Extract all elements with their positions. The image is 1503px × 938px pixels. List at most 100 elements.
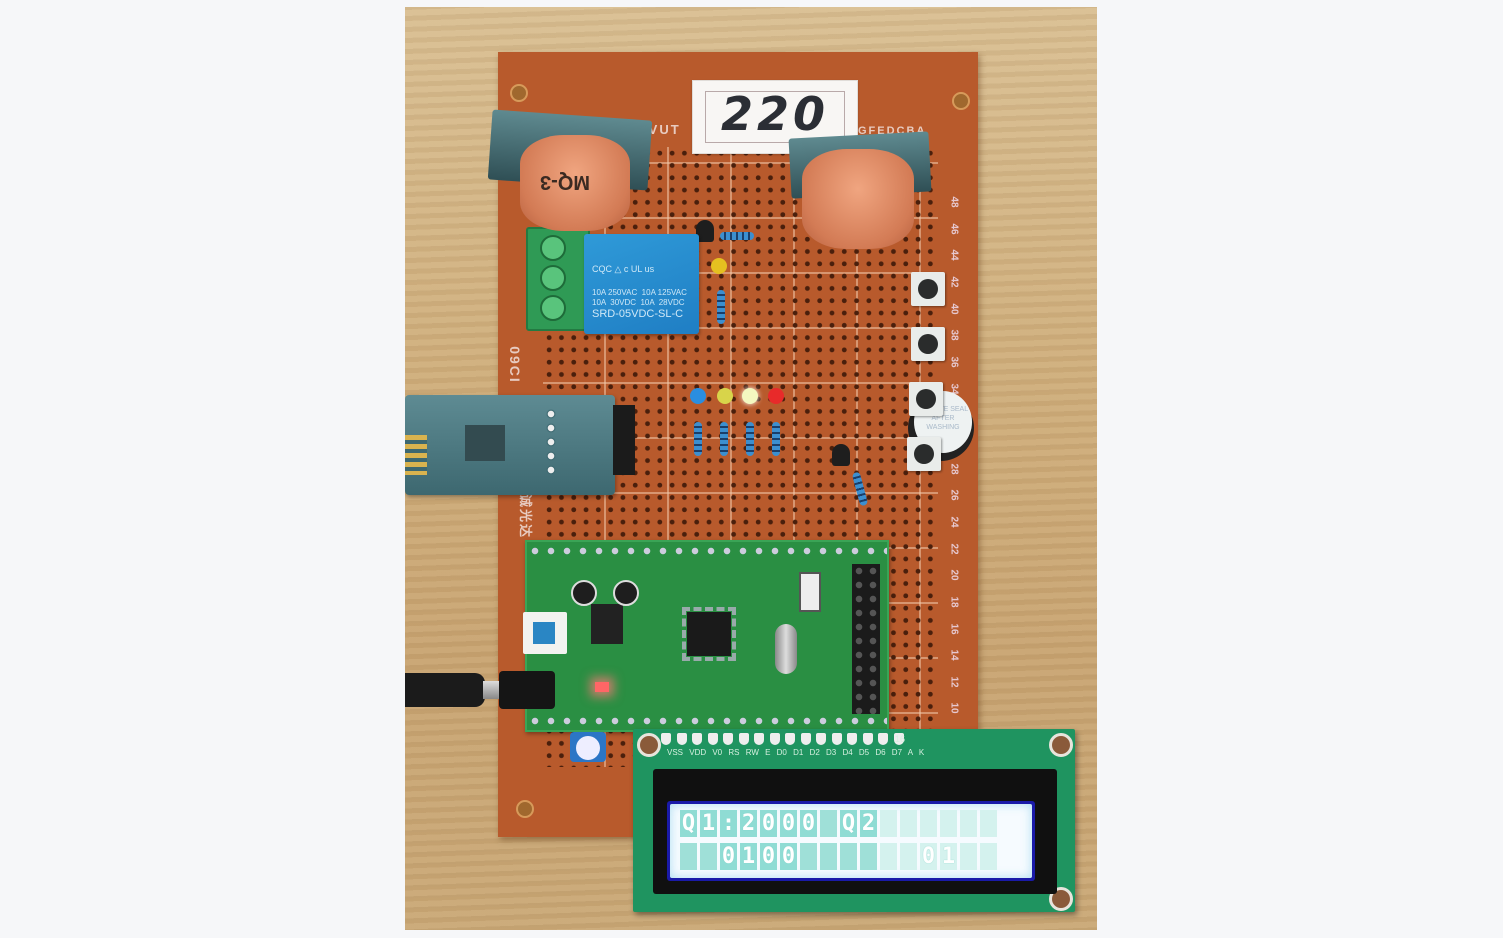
- led-blue: [690, 388, 706, 404]
- relay-logos: CQC △ c UL us: [592, 264, 655, 274]
- lcd-pin-labels: VSS VDD V0 RS RW E D0 D1 D2 D3 D4 D5 D6 …: [667, 748, 925, 757]
- lcd-char: [680, 843, 697, 870]
- lcd1602-module: 16 VSS VDD V0 RS RW E D0 D1 D2 D3 D4 D5 …: [633, 729, 1075, 912]
- pin-row-top: [527, 546, 887, 556]
- lcd-row-2: 0 1 0 0 0 1: [680, 843, 1022, 871]
- lcd-char: 0: [720, 843, 737, 870]
- resistor-icon: [720, 422, 728, 456]
- silk-brand: 诚光达: [517, 493, 533, 540]
- stm32-board: [523, 540, 889, 732]
- lcd-pin-header: [661, 733, 904, 745]
- transistor-icon: [832, 444, 850, 466]
- resistance-label-card: 220: [692, 80, 858, 154]
- lcd-char: [820, 843, 837, 870]
- row-number: 20: [949, 569, 960, 581]
- relay-rating-1: 10A 250VAC 10A 125VAC: [592, 288, 687, 297]
- mq3-label: MQ-3: [540, 171, 590, 193]
- row-number: 24: [949, 516, 960, 528]
- resistor-icon: [720, 232, 754, 240]
- relay-model: SRD-05VDC-SL-C: [592, 308, 684, 320]
- dc-power-plug: [405, 667, 555, 713]
- contrast-potentiometer[interactable]: [570, 732, 606, 762]
- row-number: 42: [949, 276, 960, 288]
- pin-count-label: 16: [895, 734, 906, 744]
- row-number: 40: [949, 303, 960, 315]
- lcd-char: 2: [740, 810, 757, 837]
- lcd-char: 0: [800, 810, 817, 837]
- transistor-icon: [696, 220, 714, 242]
- voltage-regulator: [591, 604, 623, 644]
- lcd-char: [700, 843, 717, 870]
- mq-sensor-right: [788, 131, 932, 255]
- push-button-2[interactable]: [911, 327, 945, 361]
- reset-button[interactable]: [799, 572, 821, 612]
- bt-chip: [465, 425, 505, 461]
- lcd-char: 0: [760, 810, 777, 837]
- row-number: 14: [949, 649, 960, 661]
- lcd-char: [960, 843, 977, 870]
- row-number: 46: [949, 223, 960, 235]
- lcd-char: 0: [780, 843, 797, 870]
- led-yellow-lit: [742, 388, 758, 404]
- mount-hole-icon: [510, 84, 528, 102]
- push-button-1[interactable]: [911, 272, 945, 306]
- lcd-char: 1: [940, 843, 957, 870]
- bt-pads: [545, 407, 557, 477]
- mount-hole-icon: [1049, 733, 1073, 757]
- lcd-char: :: [720, 810, 737, 837]
- lcd-char: [980, 810, 997, 837]
- row-number: 48: [949, 196, 960, 208]
- row-number-column: 48 46 44 42 40 38 36 34 32 30 28 26 24 2…: [944, 196, 964, 767]
- lcd-char: 2: [860, 810, 877, 837]
- row-number: 44: [949, 249, 960, 261]
- project-photo: VVUT GFEDCBA 09CI 诚光达 48 46 44 42 40 38 …: [405, 7, 1097, 930]
- lcd-char: [900, 843, 917, 870]
- lcd-char: 1: [700, 810, 717, 837]
- lcd-char: 0: [760, 843, 777, 870]
- capacitor-icon: [613, 580, 639, 606]
- lcd-char: [860, 843, 877, 870]
- lcd-char: [900, 810, 917, 837]
- bluetooth-module: [405, 395, 635, 495]
- led-yellow-top: [711, 258, 727, 274]
- resistor-icon: [694, 422, 702, 456]
- row-number: 16: [949, 622, 960, 635]
- lcd-char: [820, 810, 837, 837]
- lcd-char: [960, 810, 977, 837]
- label-card-text: 220: [720, 87, 830, 141]
- power-switch[interactable]: [523, 612, 567, 654]
- push-button-3[interactable]: [909, 382, 943, 416]
- row-number: 38: [949, 329, 960, 341]
- resistor-icon: [746, 422, 754, 456]
- lcd-char: [980, 843, 997, 870]
- resistor-icon: [717, 290, 725, 324]
- lcd-screen: Q 1 : 2 0 0 0 Q 2: [667, 801, 1035, 881]
- mount-hole-icon: [952, 92, 970, 110]
- lcd-char: [940, 810, 957, 837]
- lcd-char: [840, 843, 857, 870]
- lcd-char: Q: [840, 810, 857, 837]
- lcd-char: 1: [740, 843, 757, 870]
- lcd-char: 0: [920, 843, 937, 870]
- screw-terminal: [526, 227, 590, 331]
- led-red: [768, 388, 784, 404]
- lcd-char: [800, 843, 817, 870]
- lcd-row-1: Q 1 : 2 0 0 0 Q 2: [680, 810, 1022, 838]
- crystal-oscillator: [775, 624, 797, 674]
- lcd-bezel: Q 1 : 2 0 0 0 Q 2: [653, 769, 1057, 894]
- row-number: 12: [949, 676, 960, 688]
- row-number: 26: [949, 489, 960, 501]
- row-number: 10: [949, 702, 960, 715]
- row-number: 18: [949, 596, 960, 608]
- bt-header: [613, 405, 635, 475]
- lcd-char: 0: [780, 810, 797, 837]
- capacitor-icon: [571, 580, 597, 606]
- mount-hole-icon: [516, 800, 534, 818]
- silk-side-left: 09CI: [506, 346, 523, 384]
- lcd-char: [880, 843, 897, 870]
- push-button-4[interactable]: [907, 437, 941, 471]
- relay: CQC △ c UL us 10A 250VAC 10A 125VAC 10A …: [584, 234, 699, 334]
- led-yellow: [717, 388, 733, 404]
- lcd-char: Q: [680, 810, 697, 837]
- relay-rating-2: 10A 30VDC 10A 28VDC: [592, 298, 685, 307]
